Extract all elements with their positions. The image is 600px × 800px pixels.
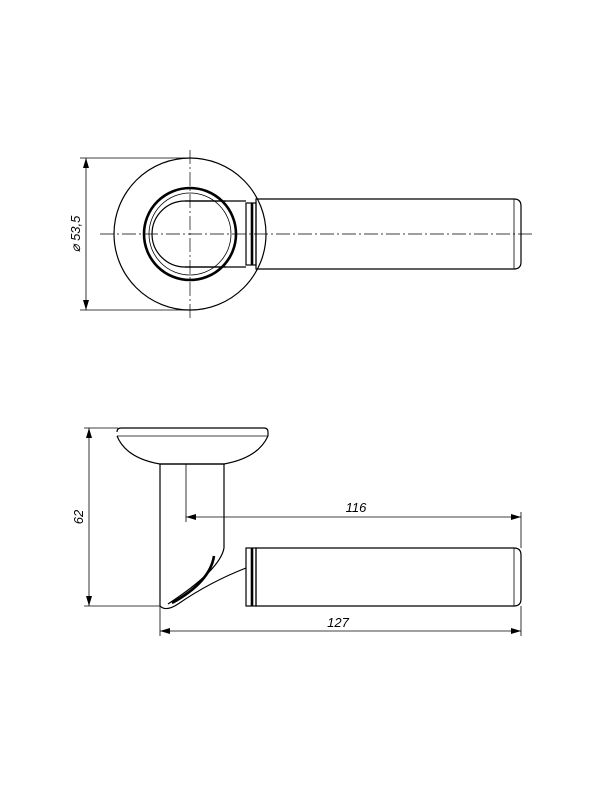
lever-handle-side: [255, 547, 522, 607]
top-view: ⌀ 53,5: [68, 150, 532, 318]
side-view: 62 116 127: [71, 427, 522, 636]
length-116-label: 116: [346, 500, 367, 515]
length-127-label: 127: [327, 615, 349, 630]
diameter-arrow-top: [83, 158, 89, 168]
height-arrow-top: [86, 428, 92, 438]
height-label: 62: [71, 509, 86, 524]
neck-bend-inner: [167, 547, 225, 605]
height-arrow-bottom: [86, 596, 92, 606]
neck-bend-outer: [159, 567, 247, 610]
rosette-side-dome: [116, 435, 269, 465]
length-116-arrow-right: [511, 514, 521, 520]
diameter-label: ⌀ 53,5: [68, 215, 83, 253]
rosette-side-top: [116, 427, 269, 436]
lever-handle-plan: [255, 198, 522, 270]
diameter-arrow-bottom: [83, 300, 89, 310]
length-116-arrow-left: [186, 514, 196, 520]
length-127-arrow-left: [160, 628, 170, 634]
length-127-arrow-right: [511, 628, 521, 634]
neck-bend-shade: [171, 555, 216, 605]
